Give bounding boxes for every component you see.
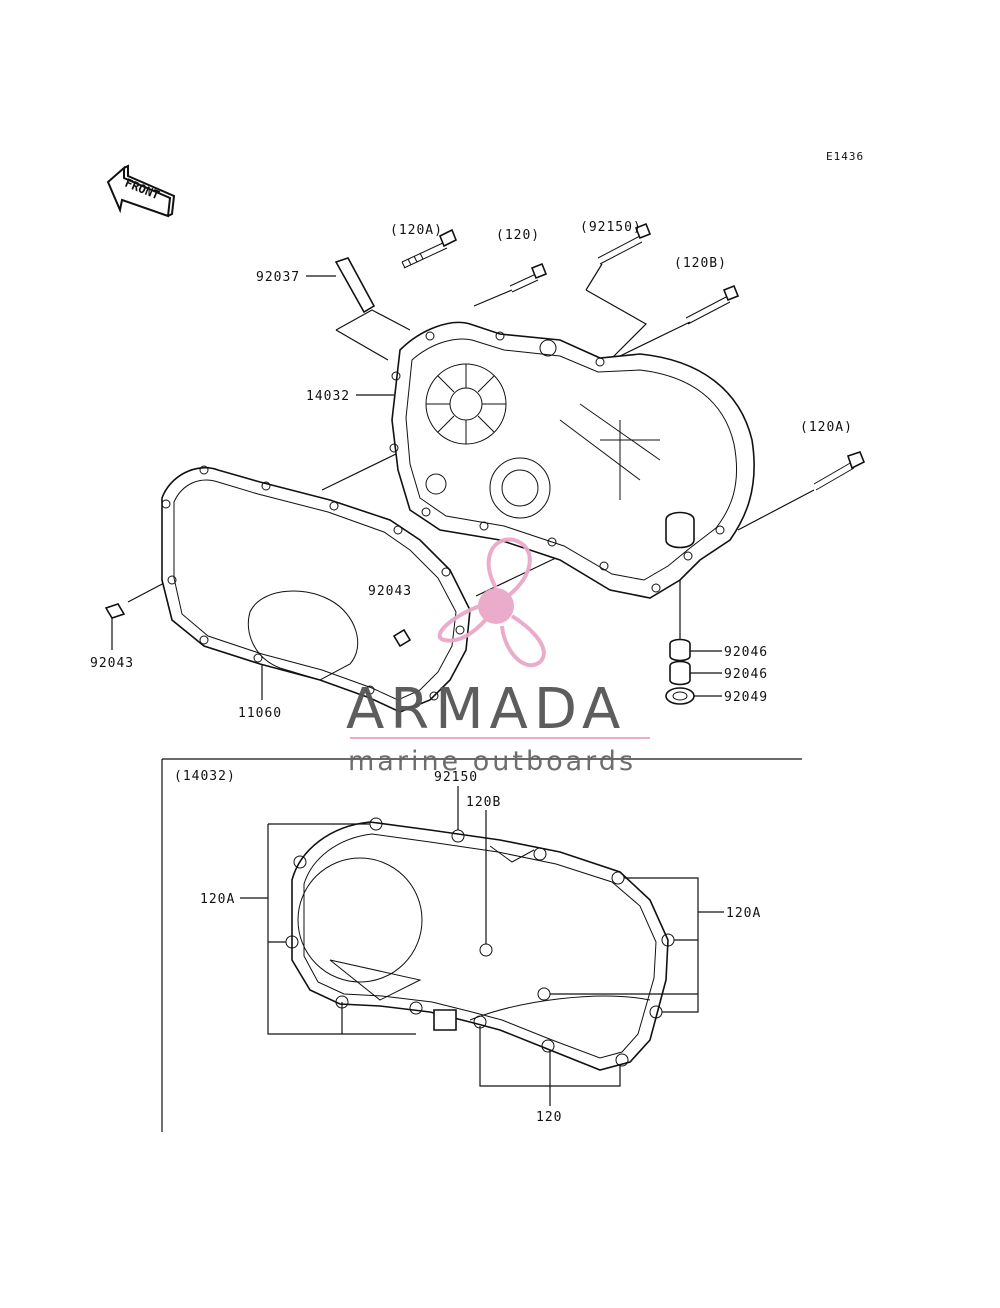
dowel-92043-left: [104, 603, 126, 619]
detail-callout-92150: 92150: [434, 770, 478, 785]
gasket-11060: [161, 465, 471, 713]
seal-92046-b: [669, 660, 691, 686]
pin-92037: [334, 257, 376, 314]
bolt-120A-right: [813, 451, 866, 491]
bolt-120A-top: [401, 228, 458, 269]
clutch-cover-14032: [389, 321, 755, 599]
detail-callout-120A-left: 120A: [200, 892, 235, 907]
detail-callout-120B: 120B: [466, 795, 501, 810]
callout-120A-top: (120A): [390, 223, 443, 238]
callout-92046-a: 92046: [724, 645, 768, 660]
detail-callout-120A-right: 120A: [726, 906, 761, 921]
propeller-logo-icon: [437, 537, 546, 668]
dowel-92043-mid: [392, 628, 412, 648]
detail-frame: [161, 758, 802, 1132]
detail-header: (14032): [174, 769, 236, 784]
callout-120B-top: (120B): [674, 256, 727, 271]
brand-name: ARMADA: [346, 677, 626, 742]
detail-callout-120-bottom: 120: [536, 1110, 562, 1125]
callout-92049: 92049: [724, 690, 768, 705]
armada-logo: ARMADA marine outboards: [346, 537, 650, 777]
callout-92043-left: 92043: [90, 656, 134, 671]
diagram-code: E1436: [826, 150, 864, 163]
bolt-120-top: [509, 262, 548, 293]
bolt-92150-top: [597, 222, 652, 265]
callout-120-top: (120): [496, 228, 540, 243]
bolt-120B-top: [685, 284, 740, 325]
bearing-92049: [665, 687, 695, 705]
detail-cover-outline: [285, 817, 675, 1071]
brand-tagline: marine outboards: [348, 746, 636, 777]
callout-92037: 92037: [256, 270, 300, 285]
callout-14032: 14032: [306, 389, 350, 404]
callout-92150-top: (92150): [580, 220, 642, 235]
detail-leader-lines: [240, 786, 724, 1106]
callout-120A-right: (120A): [800, 420, 853, 435]
seal-92046-a: [669, 638, 691, 662]
callout-11060: 11060: [238, 706, 282, 721]
front-arrow-icon: FRONT: [106, 164, 176, 218]
callout-92043-mid: 92043: [368, 584, 412, 599]
callout-92046-b: 92046: [724, 667, 768, 682]
